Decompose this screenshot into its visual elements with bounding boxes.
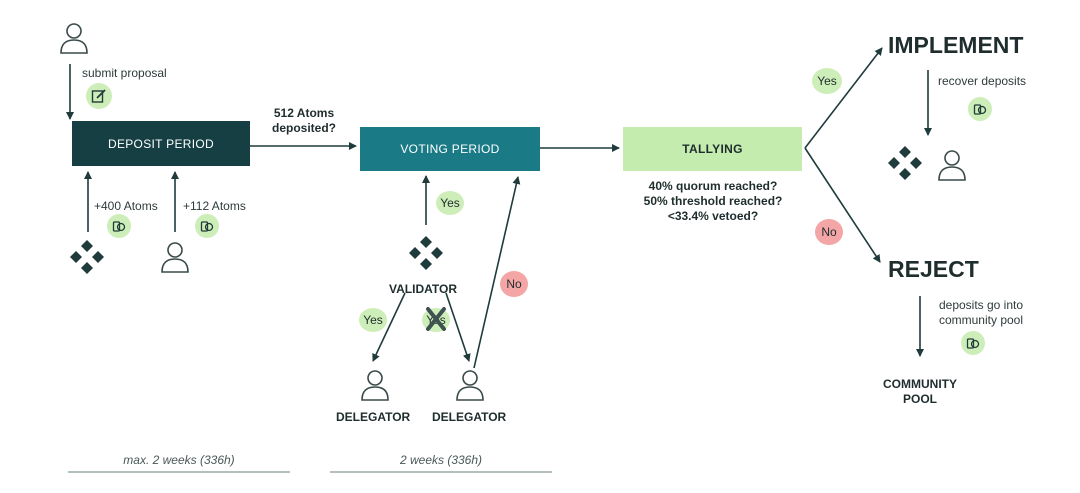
duration-voting: 2 weeks (336h)	[399, 453, 483, 467]
user-icon-depositor	[161, 242, 189, 273]
implement-title: IMPLEMENT	[888, 32, 1024, 58]
tally-conditions: 40% quorum reached? 50% threshold reache…	[622, 179, 804, 224]
user-icon-implement	[938, 150, 966, 181]
deposit-period-box: DEPOSIT PERIOD	[72, 121, 250, 166]
user-icon-delegator-left	[361, 370, 389, 401]
yes-badge-implement-text: Yes	[817, 74, 837, 88]
yes-badge-implement: Yes	[812, 68, 842, 94]
deposit-condition-line-1: 512 Atoms	[273, 106, 335, 120]
delegator-right-label: DELEGATOR	[432, 410, 507, 424]
deposit-112-label: +112 Atoms	[183, 199, 246, 213]
tally-condition-threshold: 50% threshold reached?	[643, 194, 783, 208]
validator-logo-icon-implement	[888, 146, 922, 180]
validator-label: VALIDATOR	[389, 282, 457, 296]
deposit-400-label: +400 Atoms	[94, 199, 158, 213]
community-pool-label: COMMUNITY POOL	[872, 377, 968, 407]
deposits-pool-line-2: community pool	[938, 313, 1024, 327]
override-x-icon	[426, 307, 446, 331]
reject-title: REJECT	[888, 256, 979, 282]
yes-badge-delegator-left-text: Yes	[363, 313, 383, 327]
yes-badge-validator: Yes	[436, 191, 464, 215]
yes-badge-delegator-left: Yes	[359, 308, 387, 332]
arrow-delegator-vote	[473, 176, 521, 369]
coins-icon-recover	[968, 97, 992, 121]
coins-icon-400	[107, 214, 131, 238]
voting-period-box: VOTING PERIOD	[360, 127, 540, 171]
community-pool-line-2: POOL	[902, 392, 937, 406]
delegator-left-label: DELEGATOR	[336, 410, 411, 424]
voting-period-label: VOTING PERIOD	[400, 142, 500, 156]
yes-badge-validator-text: Yes	[440, 196, 460, 210]
validator-logo-icon-deposit	[70, 240, 104, 274]
no-badge-reject-text: No	[821, 225, 837, 239]
duration-deposit: max. 2 weeks (336h)	[123, 453, 235, 467]
tallying-label: TALLYING	[682, 142, 743, 156]
arrow-to-reject	[804, 147, 881, 263]
arrow-to-implement	[804, 47, 883, 149]
tallying-box: TALLYING	[623, 127, 802, 171]
deposits-pool-line-1: deposits go into	[938, 298, 1024, 312]
deposit-period-label: DEPOSIT PERIOD	[107, 136, 214, 151]
no-badge-delegator-text: No	[506, 277, 522, 291]
tally-condition-quorum: 40% quorum reached?	[648, 179, 778, 193]
tally-condition-veto: <33.4% vetoed?	[667, 209, 759, 223]
deposit-condition-label: 512 Atoms deposited?	[262, 106, 346, 136]
validator-logo-icon-voting	[409, 236, 443, 270]
community-pool-line-1: COMMUNITY	[883, 377, 957, 391]
user-icon-proposer	[60, 23, 88, 54]
no-badge-delegator: No	[500, 271, 528, 297]
deposits-pool-label: deposits go into community pool	[928, 298, 1034, 328]
coins-icon-112	[195, 214, 219, 238]
arrow-validator-to-delegator-left	[372, 292, 406, 362]
no-badge-reject: No	[815, 219, 843, 245]
user-icon-delegator-right	[456, 370, 484, 401]
arrow-validator-to-delegator-right	[445, 292, 471, 362]
recover-deposits-label: recover deposits	[938, 74, 1027, 88]
coins-icon-community-pool	[961, 331, 985, 355]
edit-document-icon	[86, 83, 112, 109]
submit-proposal-label: submit proposal	[82, 66, 167, 80]
deposit-condition-line-2: deposited?	[271, 121, 336, 135]
